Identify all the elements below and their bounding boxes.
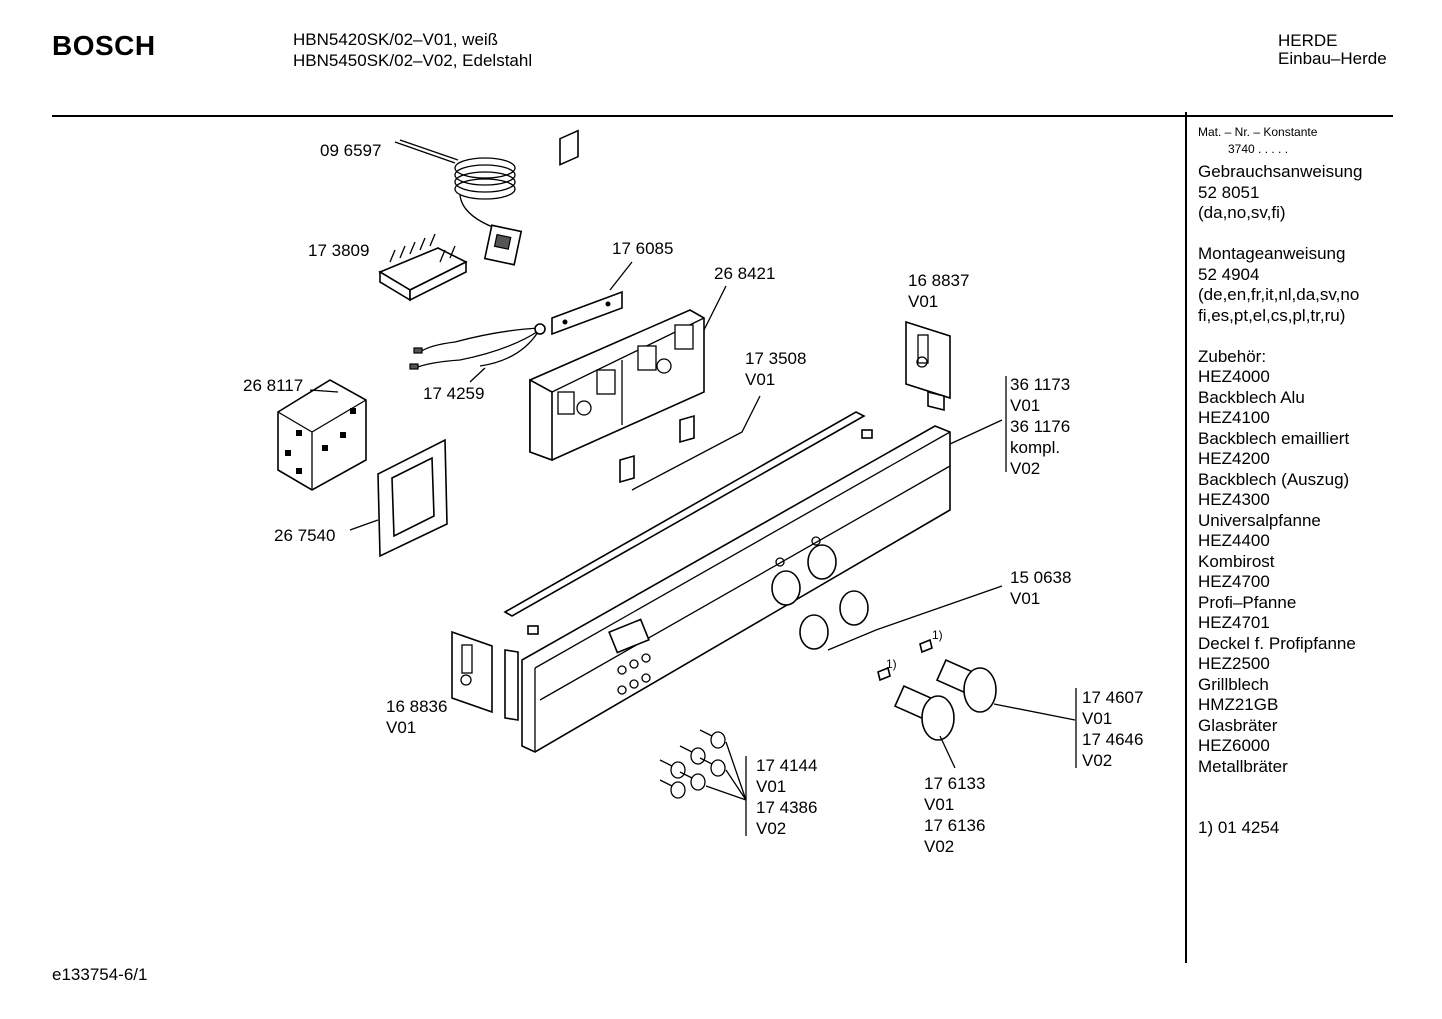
- label-brackets: [745, 376, 1077, 836]
- sidebar-line: Kombirost: [1198, 551, 1275, 571]
- thermostat-part: [394, 139, 523, 266]
- switch-block-part: [378, 233, 468, 302]
- sidebar-line: Zubehör:: [1198, 346, 1267, 366]
- sidebar-line: Backblech Alu: [1198, 387, 1305, 407]
- sidebar-line: HEZ4400: [1198, 531, 1270, 550]
- sidebar-line: HEZ4100: [1198, 408, 1270, 427]
- label-173809: 17 3809: [308, 241, 370, 260]
- side-bracket-left-part: [451, 630, 519, 721]
- small-knob-part: [659, 729, 747, 801]
- sidebar-line: Deckel f. Profipfanne: [1198, 633, 1356, 653]
- sidebar-line: HEZ6000: [1198, 736, 1270, 755]
- side-bracket-right-part: [905, 320, 951, 412]
- sidebar-line: HEZ4000: [1198, 367, 1270, 386]
- clip-part: [619, 395, 761, 491]
- sidebar-line: [1198, 326, 1362, 347]
- sidebar-line: HMZ21GB: [1198, 695, 1279, 714]
- frame-part: [349, 438, 448, 558]
- sidebar-line: Grillblech: [1198, 674, 1269, 694]
- sidebar-line: (da,no,sv,fi): [1198, 203, 1286, 222]
- sidebar-line: HEZ4300: [1198, 490, 1270, 509]
- sidebar-line: 1) 01 4254: [1198, 818, 1280, 837]
- document-id: e133754-6/1: [52, 965, 148, 984]
- module-part: [277, 379, 367, 491]
- ring-part: [799, 585, 1003, 651]
- label-176085: 17 6085: [612, 239, 674, 258]
- wiring-part: [409, 323, 546, 383]
- constant-label: Mat. – Nr. – Konstante: [1198, 125, 1318, 139]
- model-line-1: HBN5420SK/02–V01, weiß: [293, 30, 499, 49]
- category-title: HERDE: [1278, 31, 1338, 50]
- sidebar-line: [1198, 798, 1362, 819]
- constant-value: 3740 . . . . .: [1228, 142, 1289, 156]
- sidebar-line: [1198, 224, 1362, 245]
- sidebar-line: [1198, 777, 1362, 798]
- sidebar-line: Profi–Pfanne: [1198, 592, 1297, 612]
- bracket-part: [551, 261, 633, 336]
- model-line-2: HBN5450SK/02–V02, Edelstahl: [293, 51, 533, 70]
- sidebar-line: HEZ4200: [1198, 449, 1270, 468]
- subcategory-title: Einbau–Herde: [1278, 49, 1387, 68]
- control-frame-part: [529, 129, 727, 462]
- sidebar-line: Backblech emailliert: [1198, 428, 1350, 448]
- label-174259: 17 4259: [423, 384, 485, 403]
- front-panel-part: [503, 411, 1003, 753]
- sidebar-line: Metallbräter: [1198, 756, 1288, 776]
- sidebar-line: 52 4904: [1198, 264, 1260, 284]
- footnote-mark-2: 1): [886, 657, 897, 671]
- sidebar-line: Montageanweisung: [1198, 244, 1346, 263]
- sidebar-line: HEZ4701: [1198, 613, 1270, 632]
- footnote-mark-1: 1): [932, 628, 943, 642]
- sidebar-line: Glasbräter: [1198, 715, 1278, 735]
- sidebar-line: (de,en,fr,it,nl,da,sv,no: [1198, 285, 1360, 304]
- sidebar-line: fi,es,pt,el,cs,pl,tr,ru): [1198, 305, 1346, 325]
- label-268117: 26 8117: [243, 376, 304, 395]
- label-268421: 26 8421: [714, 264, 776, 283]
- label-267540: 26 7540: [274, 526, 336, 545]
- sidebar-line: Gebrauchsanweisung: [1198, 162, 1363, 181]
- sidebar-line: 52 8051: [1198, 182, 1260, 202]
- knob-part: [877, 638, 1076, 769]
- sidebar-line: Backblech (Auszug): [1198, 469, 1350, 489]
- label-096597: 09 6597: [320, 141, 382, 160]
- sidebar-line: HEZ4700: [1198, 572, 1270, 591]
- sidebar-line: HEZ2500: [1198, 654, 1270, 673]
- brand-logo: BOSCH: [52, 30, 156, 61]
- sidebar-line: Universalpfanne: [1198, 510, 1321, 530]
